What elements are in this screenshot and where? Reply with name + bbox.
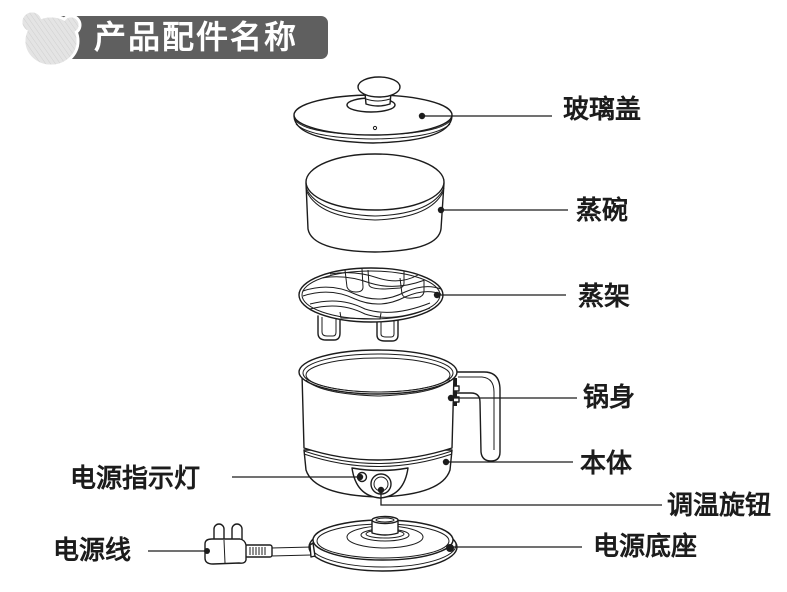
label-glass-lid: 玻璃盖 <box>563 94 641 125</box>
marker-dot-power-base <box>446 544 454 552</box>
steam-bowl-drawing <box>305 153 445 253</box>
steam-rack-drawing <box>298 267 444 342</box>
label-power-base: 电源底座 <box>593 531 697 562</box>
leader-line-temp-knob <box>380 490 662 506</box>
label-pot-body: 锅身 <box>583 382 635 413</box>
pot-drawing <box>298 349 501 499</box>
plug-body <box>204 538 247 565</box>
label-steam-bowl: 蒸碗 <box>576 195 628 226</box>
label-power-indicator: 电源指示灯 <box>70 464 200 494</box>
marker-dot-pot-body <box>447 394 455 402</box>
label-power-cord: 电源线 <box>53 536 131 566</box>
marker-dot-power-indicator <box>356 473 364 481</box>
glass-lid-drawing <box>293 76 453 144</box>
power-cord-drawing <box>204 523 316 565</box>
power-base-drawing <box>308 515 458 572</box>
marker-dot-temp-knob <box>377 486 385 494</box>
marker-dot-main-body <box>442 458 450 466</box>
bear-head-icon <box>19 9 82 68</box>
marker-dot-power-cord <box>204 548 210 554</box>
marker-dot-steam-rack <box>433 291 441 299</box>
base-connector <box>371 519 399 536</box>
marker-dot-glass-lid <box>418 112 426 120</box>
label-temp-knob: 调温旋钮 <box>667 491 771 521</box>
label-steam-rack: 蒸架 <box>578 282 630 312</box>
marker-dot-steam-bowl <box>437 206 445 214</box>
lid-vent-hole <box>372 125 378 131</box>
label-main-body: 本体 <box>580 449 633 479</box>
lid-knob-cap <box>357 76 401 98</box>
page-title: 产品配件名称 <box>94 18 299 56</box>
pot-handle <box>453 371 501 462</box>
header-banner <box>46 16 328 59</box>
